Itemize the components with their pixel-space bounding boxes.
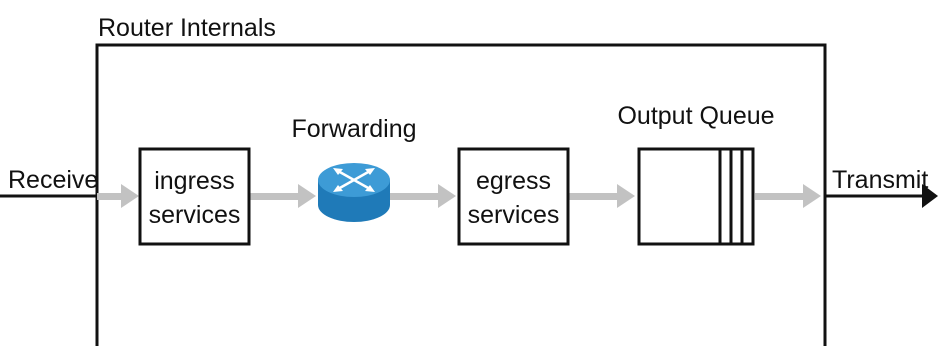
- flow-arrow-queue-transmit: [755, 184, 821, 208]
- ingress-services-box: [138, 147, 251, 246]
- flow-arrows: [97, 184, 821, 208]
- ingress-label-line1: ingress: [154, 167, 235, 195]
- egress-label-line2: services: [468, 201, 560, 229]
- forwarding-label: Forwarding: [291, 115, 416, 143]
- egress-label-line1: egress: [476, 167, 551, 195]
- transmit-label: Transmit: [832, 166, 928, 194]
- router-icon: [318, 163, 390, 222]
- flow-arrow-receive-ingress: [97, 184, 139, 208]
- output-queue-label: Output Queue: [617, 102, 774, 130]
- receive-label: Receive: [8, 166, 98, 194]
- flow-arrow-egress-queue: [569, 184, 635, 208]
- frame-title: Router Internals: [98, 14, 276, 42]
- transmit-arrowhead-icon: [922, 184, 938, 208]
- egress-services-box: [457, 147, 570, 246]
- ingress-label-line2: services: [149, 201, 241, 229]
- flow-arrow-forwarding-egress: [390, 184, 456, 208]
- flow-arrow-ingress-forwarding: [250, 184, 316, 208]
- router-arrows-icon: [333, 168, 375, 192]
- queue-icon: [637, 147, 755, 246]
